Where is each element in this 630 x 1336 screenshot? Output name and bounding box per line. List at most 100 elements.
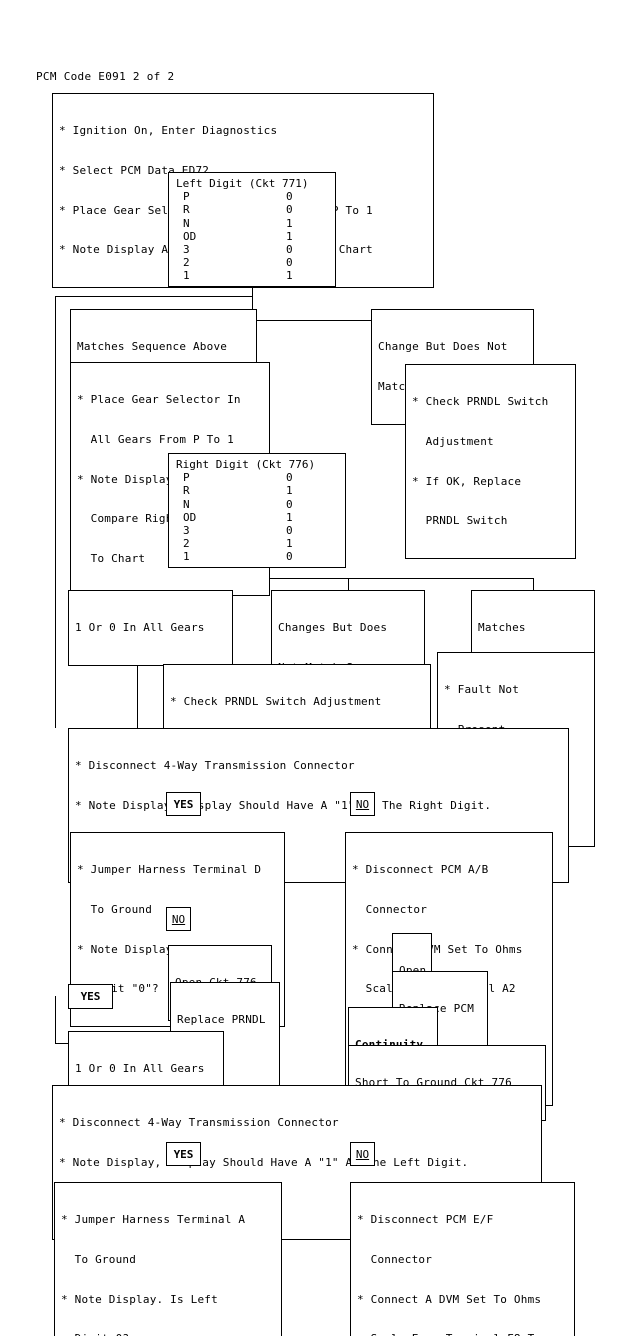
node-jumper-d-line-0: * Jumper Harness Terminal D	[77, 863, 262, 877]
cell-value: 0	[286, 523, 293, 537]
cell-gear: 3	[183, 523, 190, 537]
node-disc4way-left-line-0: * Disconnect 4-Way Transmission Connecto…	[59, 1116, 339, 1130]
cell-value: 1	[286, 484, 293, 498]
cell-gear: P	[183, 190, 190, 204]
node-matches-sequence-above-1-line-0: Matches Sequence Above	[77, 340, 228, 354]
cell-gear: 1	[183, 269, 190, 283]
cell-gear: 1	[183, 550, 190, 564]
node-jumper-d-line-1: To Ground	[77, 903, 153, 917]
cell-value: 0	[286, 497, 293, 511]
node-check-prndl-1-line-1: Adjustment	[412, 435, 494, 449]
cell-gear: N	[183, 216, 190, 230]
connector-left-table-down	[252, 287, 253, 320]
connector-oneorzero-down	[137, 620, 138, 728]
node-check-prndl-1-line-2: * If OK, Replace	[412, 474, 522, 488]
cell-gear: OD	[183, 510, 197, 524]
node-place-gear-line-4: To Chart	[77, 551, 146, 565]
decision-yes-3[interactable]: YES	[166, 1142, 201, 1166]
node-matches-sequence-above-2-line-0: Matches	[478, 621, 526, 635]
node-pcm-ef-line-3: Scale From Terminal F8 To	[357, 1332, 569, 1336]
node-fault-line-0: * Fault Not	[444, 683, 520, 697]
cell-gear: 3	[183, 242, 190, 256]
connector-bar-right-drop	[533, 578, 534, 590]
connector-bar-mid-drop	[348, 578, 349, 590]
cell-gear: P	[183, 471, 190, 485]
node-pcm-ef-line-2: * Connect A DVM Set To Ohms	[357, 1292, 542, 1306]
node-jumper-a-line-0: * Jumper Harness Terminal A	[61, 1213, 246, 1227]
cell-value: 1	[286, 510, 293, 524]
cell-value: 0	[286, 190, 293, 204]
table-right-digit-header: Right Digit (Ckt 776)	[176, 458, 316, 471]
node-disconnect-4way-left: * Disconnect 4-Way Transmission Connecto…	[52, 1085, 542, 1241]
node-place-gear-line-0: * Place Gear Selector In	[77, 393, 241, 407]
node-pcm-ab-line-2: * Connect DVM Set To Ohms	[352, 942, 523, 956]
node-jumper-terminal-a: * Jumper Harness Terminal A To Ground * …	[54, 1182, 282, 1336]
node-check-prndl-2-line-0: * Check PRNDL Switch Adjustment	[170, 695, 382, 709]
node-disc4way-right-line-1: * Note Display. Display Should Have A "1…	[75, 799, 492, 813]
cell-value: 1	[286, 537, 293, 551]
decision-no-3[interactable]: NO	[350, 1142, 375, 1166]
node-disc4way-left-line-1: * Note Display, Display Should Have A "1…	[59, 1156, 469, 1170]
cell-value: 0	[286, 242, 293, 256]
cell-gear: R	[183, 203, 190, 217]
node-pcm-ab-line-0: * Disconnect PCM A/B	[352, 863, 489, 877]
decision-yes-2[interactable]: YES	[68, 984, 113, 1009]
cell-value: 0	[286, 203, 293, 217]
cell-value: 0	[286, 550, 293, 564]
node-check-prndl-1: * Check PRNDL Switch Adjustment * If OK,…	[405, 364, 576, 559]
connector-bar-to-change	[256, 320, 371, 321]
table-row: OD 1	[176, 511, 339, 524]
node-check-prndl-1-line-3: PRNDL Switch	[412, 514, 508, 528]
connector-bar-below-right-table	[137, 578, 533, 579]
node-pcm-ab-line-1: Connector	[352, 903, 428, 917]
node-start-line-0: * Ignition On, Enter Diagnostics	[59, 124, 278, 138]
cell-value: 1	[286, 229, 293, 243]
cell-gear: OD	[183, 229, 197, 243]
decision-no-1[interactable]: NO	[350, 792, 375, 816]
node-replace-prndl-line-0: Replace PRNDL	[177, 1013, 266, 1027]
node-pcm-ef-line-1: Connector	[357, 1253, 433, 1267]
node-one-or-zero-1-line-0: 1 Or 0 In All Gears	[75, 621, 205, 635]
cell-value: 0	[286, 256, 293, 270]
node-jumper-a-line-1: To Ground	[61, 1253, 137, 1267]
cell-value: 1	[286, 269, 293, 283]
node-changes-but-2-line-0: Changes But Does	[278, 621, 388, 635]
connector-left-spine	[55, 296, 56, 728]
cell-gear: R	[183, 484, 190, 498]
node-disconnect-pcm-ef: * Disconnect PCM E/F Connector * Connect…	[350, 1182, 575, 1336]
cell-value: 1	[286, 216, 293, 230]
decision-yes-1[interactable]: YES	[166, 792, 201, 816]
node-one-or-zero-all-gears-1: 1 Or 0 In All Gears	[68, 590, 233, 667]
node-change-but-line-0: Change But Does Not	[378, 340, 508, 354]
node-disc4way-right-line-0: * Disconnect 4-Way Transmission Connecto…	[75, 759, 355, 773]
page-title: PCM Code E091 2 of 2	[36, 70, 175, 83]
node-jumper-a-line-2: * Note Display. Is Left	[61, 1292, 218, 1306]
cell-gear: 2	[183, 537, 190, 551]
decision-no-2[interactable]: NO	[166, 907, 191, 931]
connector-spine-into-oneorzero2	[55, 1043, 69, 1044]
table-left-digit-header: Left Digit (Ckt 771)	[176, 177, 309, 190]
table-row: OD 1	[176, 230, 329, 243]
cell-gear: N	[183, 497, 190, 511]
node-pcm-ef-line-0: * Disconnect PCM E/F	[357, 1213, 494, 1227]
node-place-gear-line-1: All Gears From P To 1	[77, 433, 234, 447]
node-check-prndl-1-line-0: * Check PRNDL Switch	[412, 395, 549, 409]
connector-spine-to-oneorzero2	[55, 996, 56, 1043]
cell-value: 0	[286, 471, 293, 485]
